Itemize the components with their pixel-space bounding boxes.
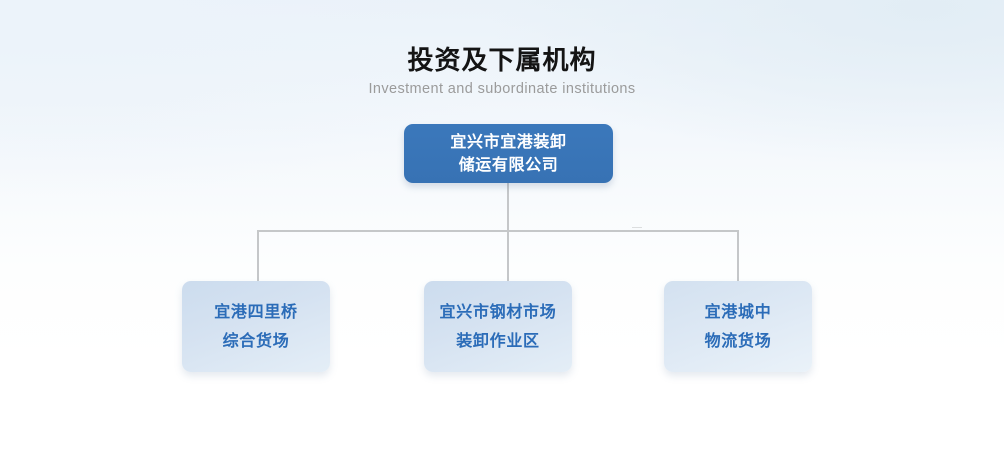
org-node-child-3-line-1: 宜港城中 [704, 303, 772, 321]
page-heading: 投资及下属机构 Investment and subordinate insti… [0, 44, 1004, 98]
connector-tick-artifact [632, 227, 642, 228]
org-node-root-line-2: 储运有限公司 [458, 156, 559, 174]
org-node-child-1[interactable]: 宜港四里桥 综合货场 [182, 281, 330, 372]
org-node-child-3-line-2: 物流货场 [704, 332, 772, 350]
org-node-child-3[interactable]: 宜港城中 物流货场 [664, 281, 812, 372]
org-node-child-1-line-1: 宜港四里桥 [214, 303, 298, 321]
org-node-child-2[interactable]: 宜兴市钢材市场 装卸作业区 [424, 281, 572, 372]
connector-drop-child-2 [507, 230, 509, 282]
org-node-child-1-line-2: 综合货场 [222, 332, 290, 350]
page-title: 投资及下属机构 [407, 45, 597, 75]
org-node-child-2-line-2: 装卸作业区 [456, 332, 540, 350]
org-node-child-2-line-1: 宜兴市钢材市场 [439, 303, 557, 321]
connector-drop-child-3 [737, 230, 739, 282]
connector-drop-child-1 [257, 230, 259, 282]
org-node-root[interactable]: 宜兴市宜港装卸 储运有限公司 [404, 124, 613, 183]
connector-root-stem [507, 182, 509, 231]
page-subtitle: Investment and subordinate institutions [368, 81, 636, 97]
org-node-root-line-1: 宜兴市宜港装卸 [450, 133, 567, 151]
connector-horizontal-bar [257, 230, 739, 232]
